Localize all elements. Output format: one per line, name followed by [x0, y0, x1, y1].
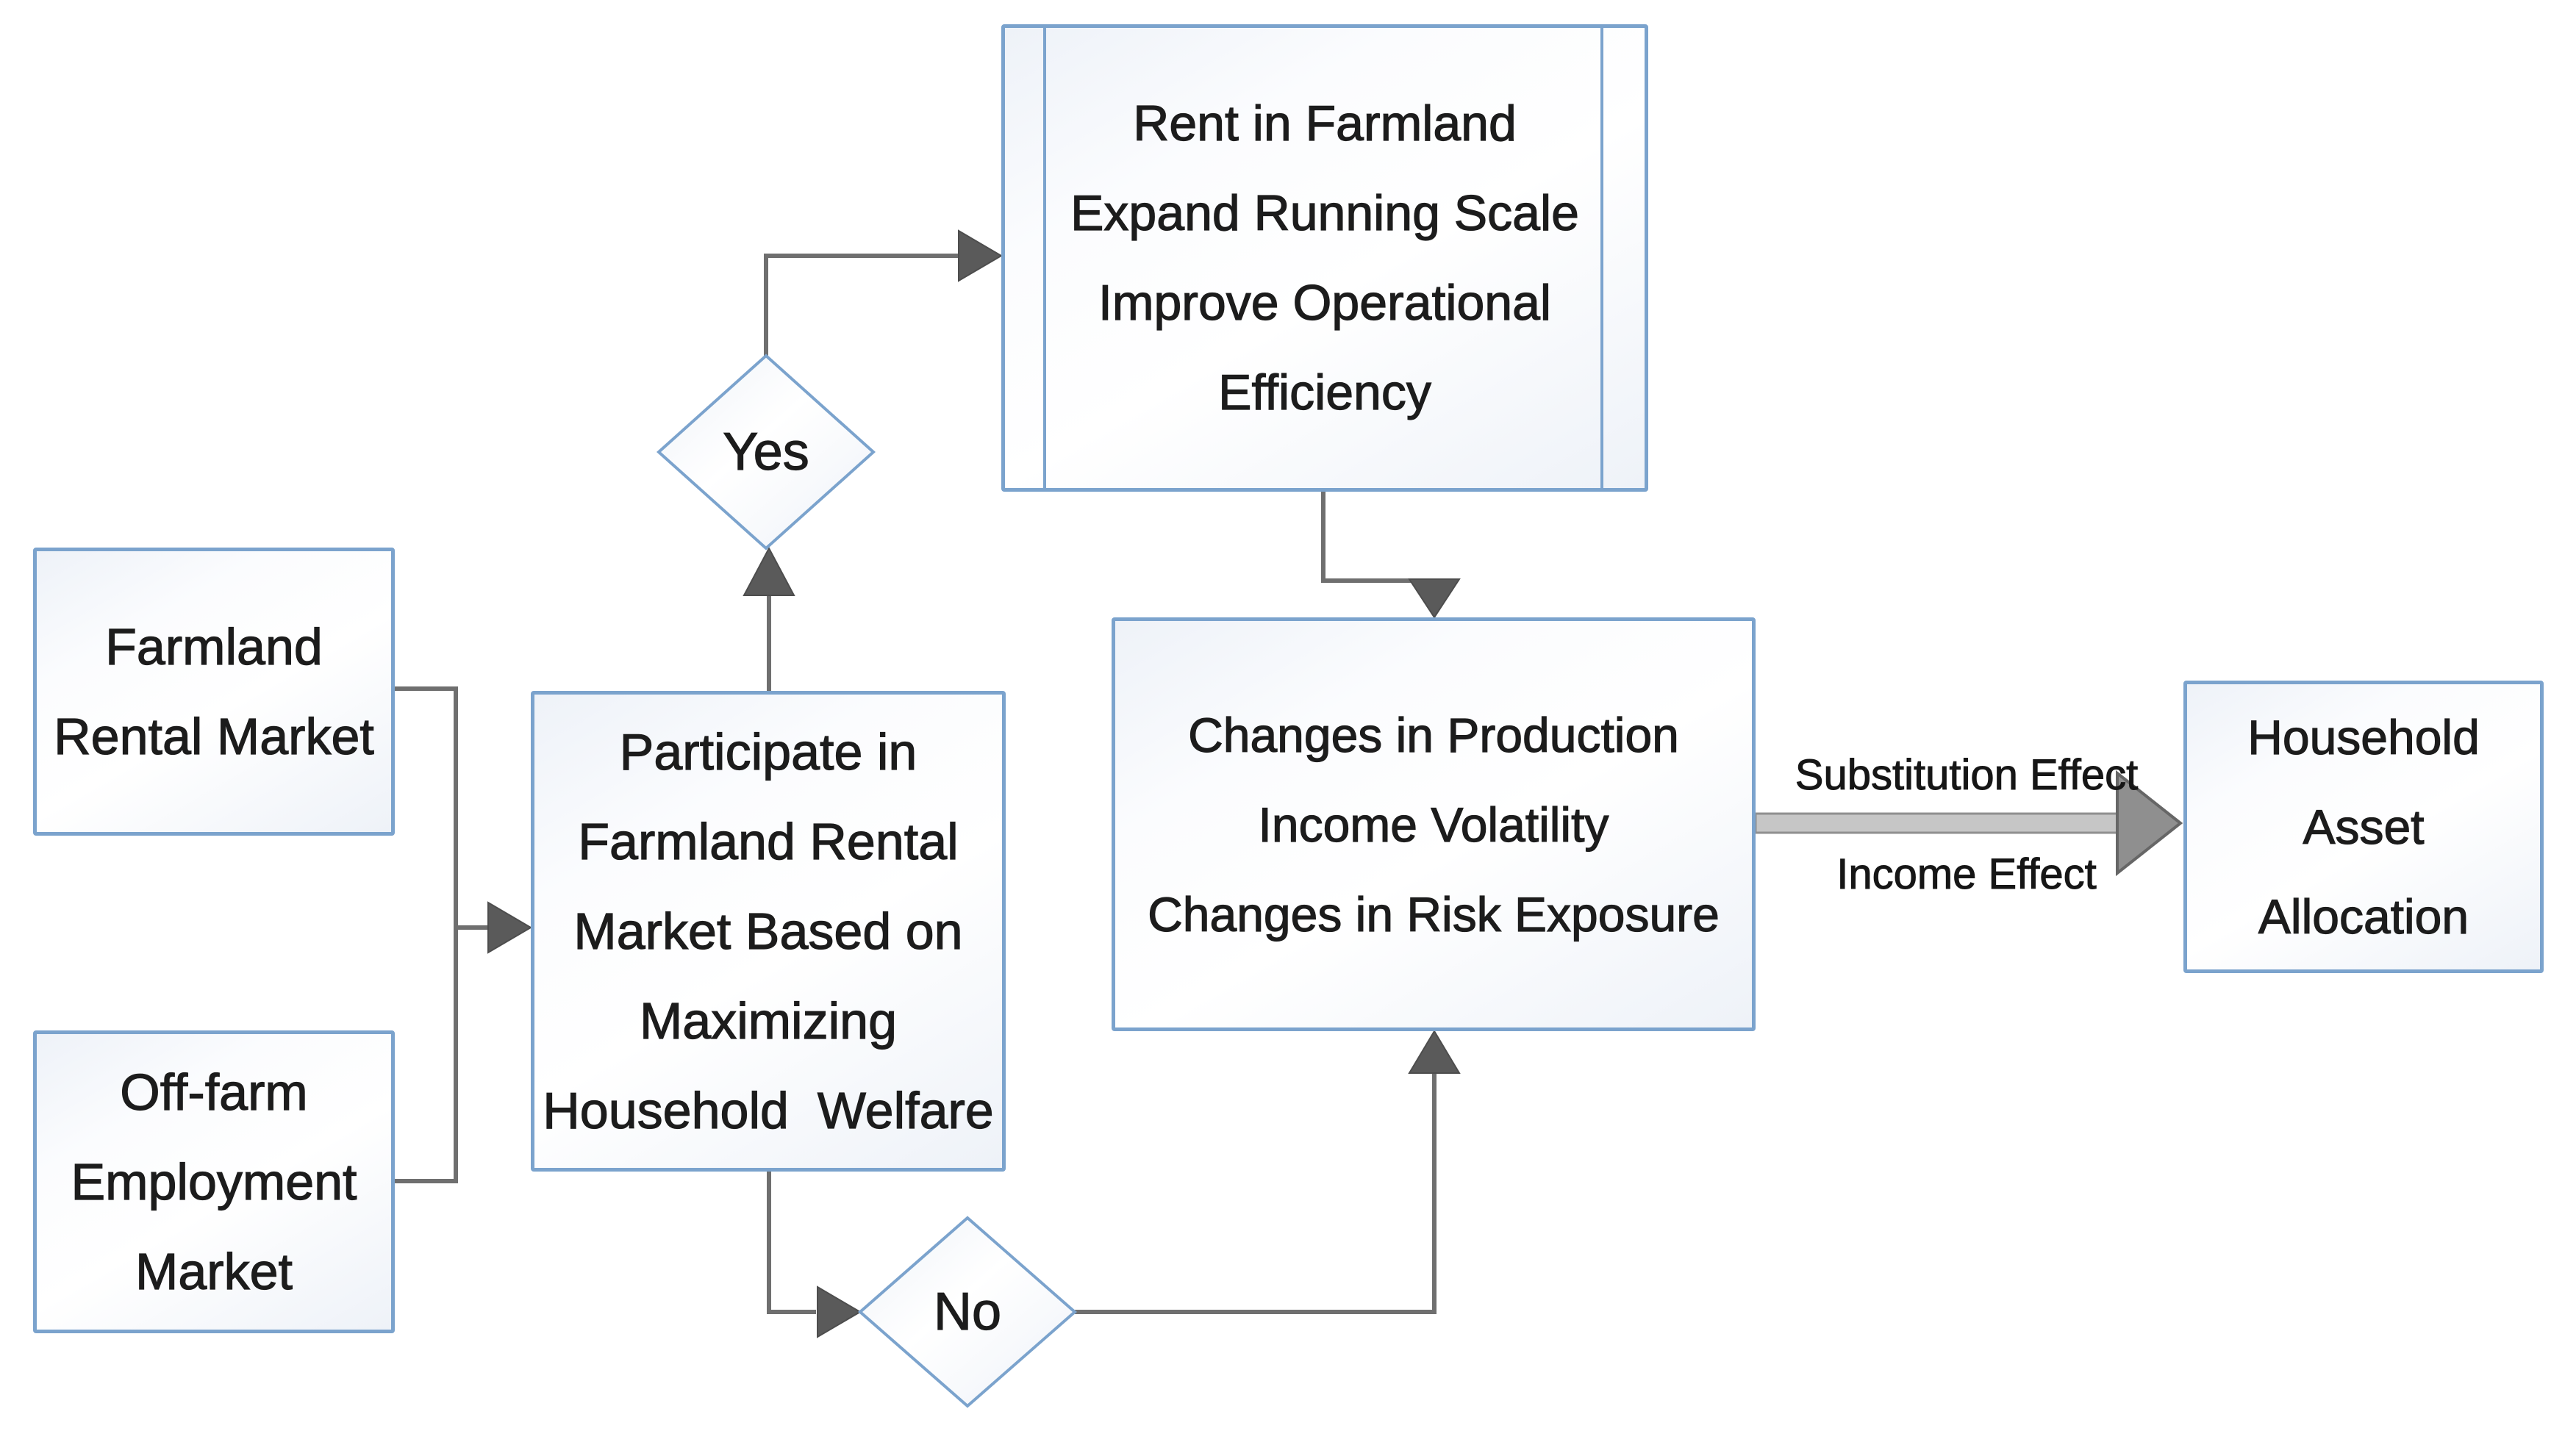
decision-no-label: No — [933, 1282, 1002, 1341]
connector-inputs-junction — [395, 686, 490, 1183]
substitution-income-arrow — [1754, 770, 2183, 877]
node-text-line: Allocation — [2258, 889, 2469, 944]
predefined-process-left-rule — [1043, 28, 1046, 488]
node-text-line: Household — [2247, 709, 2480, 764]
arrowhead-into-yes-icon — [743, 546, 795, 596]
big-arrowhead-icon — [2116, 770, 2183, 877]
predefined-process-right-rule — [1600, 28, 1603, 488]
node-text-line: Market Based on — [573, 902, 963, 960]
arrowhead-into-rent-icon — [958, 229, 1003, 282]
arrowhead-up-into-changes-icon — [1408, 1030, 1461, 1074]
arrowhead-down-into-changes-icon — [1408, 578, 1461, 619]
income-effect-label: Income Effect — [1836, 850, 2097, 899]
node-text-line: Participate in — [619, 722, 917, 781]
node-text-line: Improve Operational — [1098, 274, 1552, 331]
node-text-line: Income Volatility — [1258, 797, 1609, 852]
node-text-line: Farmland Rental — [578, 812, 959, 870]
node-text-line: Expand Running Scale — [1070, 184, 1579, 241]
arrowhead-into-no-icon — [817, 1285, 862, 1338]
node-changes-in-production: Changes in Production Income Volatility … — [1112, 617, 1756, 1031]
node-text-line: Efficiency — [1218, 364, 1432, 420]
node-farmland-rental-market: Farmland Rental Market — [33, 548, 395, 836]
node-text-line: Changes in Risk Exposure — [1148, 886, 1720, 942]
arrowhead-into-participate-icon — [487, 901, 532, 954]
node-text-line: Market — [135, 1242, 293, 1300]
node-text-line: Asset — [2303, 799, 2425, 854]
node-text-line: Household Welfare — [543, 1081, 995, 1139]
decision-yes-shape — [656, 354, 876, 550]
node-text-line: Rental Market — [54, 707, 375, 765]
decision-no-shape — [857, 1216, 1078, 1408]
node-rent-in-farmland: Rent in Farmland Expand Running Scale Im… — [1001, 24, 1648, 492]
decision-yes-label: Yes — [723, 422, 810, 481]
node-text-line: Maximizing — [639, 991, 898, 1050]
substitution-effect-label: Substitution Effect — [1795, 751, 2139, 800]
node-off-farm-employment-market: Off-farm Employment Market — [33, 1030, 395, 1333]
node-participate-decision: Participate in Farmland Rental Market Ba… — [531, 691, 1006, 1172]
node-text-line: Off-farm — [120, 1063, 309, 1121]
connector-yes-to-rent — [764, 254, 960, 356]
node-text-line: Rent in Farmland — [1133, 95, 1517, 151]
connector-no-to-changes — [1075, 1073, 1437, 1314]
node-text-line: Changes in Production — [1188, 707, 1680, 762]
connector-rent-to-changes — [1321, 492, 1437, 583]
node-text-line: Farmland — [105, 617, 323, 675]
connector-participate-to-no — [767, 1172, 816, 1314]
node-household-asset-allocation: Household Asset Allocation — [2183, 681, 2544, 973]
node-text-line: Employment — [71, 1152, 357, 1211]
